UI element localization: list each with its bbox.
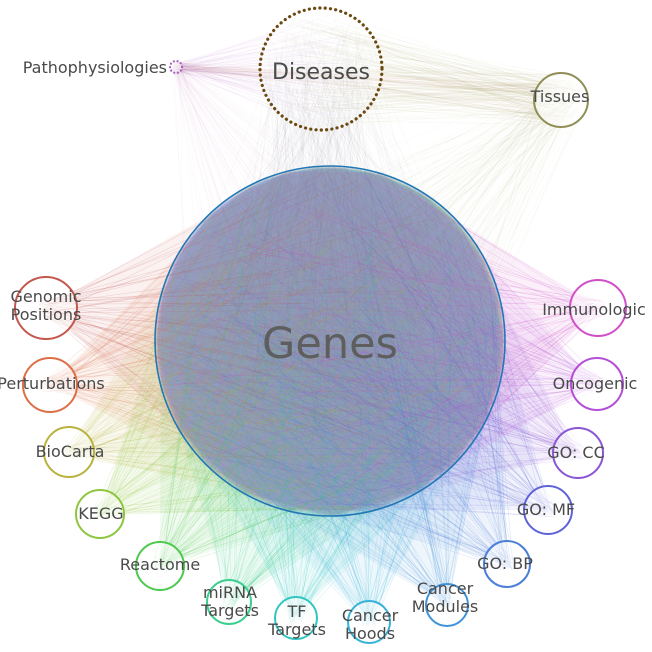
node-diseases[interactable] xyxy=(258,6,384,132)
label-line: Cancer xyxy=(342,606,399,625)
node-oncogenic[interactable] xyxy=(570,357,624,411)
node-perturbations[interactable] xyxy=(22,357,78,413)
label-go-mf: GO: MF xyxy=(517,500,575,519)
label-line: GO: CC xyxy=(547,443,605,462)
label-line: Immunologic xyxy=(542,300,646,319)
label-line: Targets xyxy=(267,620,326,639)
fan-cancer-modules xyxy=(156,166,505,605)
node-cancer-modules[interactable] xyxy=(425,583,469,627)
label-line: Positions xyxy=(11,305,82,324)
node-go-mf[interactable] xyxy=(523,485,573,535)
label-line: Reactome xyxy=(120,555,200,574)
label-line: Perturbations xyxy=(0,374,105,393)
label-tissues: Tissues xyxy=(530,87,590,106)
fan-immunologic xyxy=(156,170,599,516)
label-line: Oncogenic xyxy=(553,374,638,393)
node-immunologic[interactable] xyxy=(569,279,627,337)
label-line: Targets xyxy=(200,601,259,620)
node-circles xyxy=(14,6,627,644)
label-immunologic: Immunologic xyxy=(542,300,646,319)
label-line: Genomic xyxy=(11,287,82,306)
label-line: BioCarta xyxy=(36,442,105,461)
fan-reactome xyxy=(160,166,504,566)
label-line: Modules xyxy=(412,597,479,616)
node-go-cc[interactable] xyxy=(552,427,604,479)
node-go-bp[interactable] xyxy=(483,540,531,588)
label-genes: Genes xyxy=(262,319,398,369)
label-line: Hoods xyxy=(345,624,395,643)
edge-rays xyxy=(36,167,606,629)
fan-tf-targets xyxy=(160,167,505,619)
node-kegg[interactable] xyxy=(75,489,125,539)
label-line: KEGG xyxy=(78,504,123,523)
genes-texture xyxy=(156,167,504,515)
node-cancer-hoods[interactable] xyxy=(347,600,391,644)
label-line: Cancer xyxy=(417,579,474,598)
label-line: GO: MF xyxy=(517,500,575,519)
label-oncogenic: Oncogenic xyxy=(553,374,638,393)
node-reactome[interactable] xyxy=(135,541,185,591)
label-perturbations: Perturbations xyxy=(0,374,105,393)
fan-go-cc xyxy=(155,166,578,516)
label-kegg: KEGG xyxy=(78,504,123,523)
fan-kegg xyxy=(100,166,505,514)
label-go-cc: GO: CC xyxy=(547,443,605,462)
label-pathophysiologies: Pathophysiologies xyxy=(23,58,167,77)
label-reactome: Reactome xyxy=(120,555,200,574)
label-line: Pathophysiologies xyxy=(23,58,167,77)
node-biocarta[interactable] xyxy=(43,426,95,478)
fan-cancer-hoods xyxy=(155,167,501,622)
node-tissues[interactable] xyxy=(533,72,589,128)
node-genes[interactable] xyxy=(154,165,506,517)
label-diseases: Diseases xyxy=(272,60,370,85)
fan-go-bp xyxy=(156,166,507,564)
node-genomic-positions[interactable] xyxy=(14,276,78,340)
node-labels: Genes Diseases PathophysiologiesTissuesGen… xyxy=(0,58,646,643)
label-line: Tissues xyxy=(530,87,590,106)
fan-genomic-positions xyxy=(46,171,504,516)
label-line: GO: BP xyxy=(477,554,533,573)
label-go-bp: GO: BP xyxy=(477,554,533,573)
node-mirna-targets[interactable] xyxy=(206,579,252,625)
fan-go-mf xyxy=(155,167,548,511)
fan-perturbations xyxy=(50,166,503,512)
label-line: TF xyxy=(287,602,307,621)
label-line: miRNA xyxy=(203,583,257,602)
node-tf-targets[interactable] xyxy=(274,596,318,640)
node-pathophysiologies[interactable] xyxy=(168,59,184,75)
label-biocarta: BioCarta xyxy=(36,442,105,461)
genes-disc-fill xyxy=(155,166,505,516)
fan-oncogenic xyxy=(157,166,597,511)
